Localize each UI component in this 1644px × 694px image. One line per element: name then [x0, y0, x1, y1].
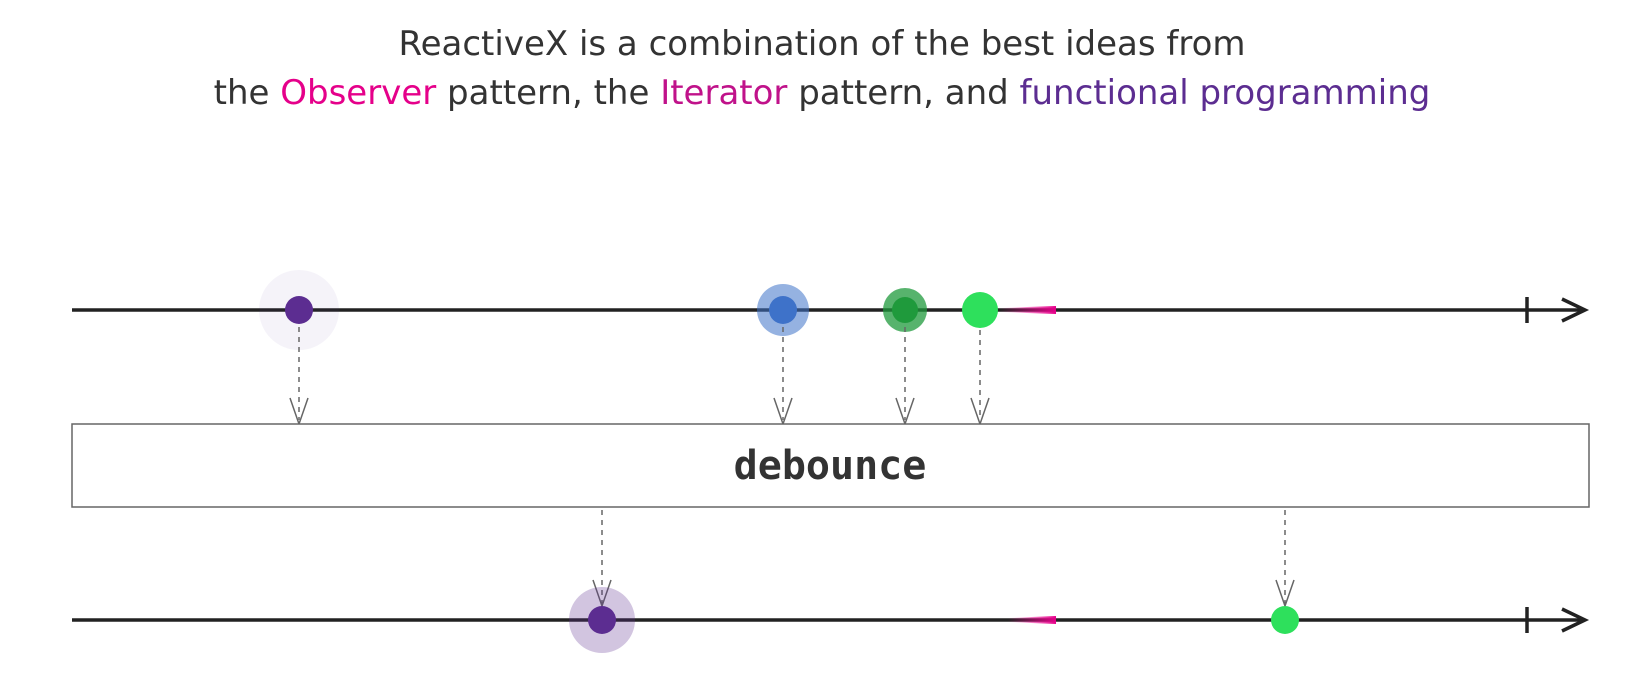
output-timeline-arrow-icon	[1561, 607, 1590, 633]
marble-purple	[285, 296, 313, 324]
output-debounce-window	[1008, 616, 1056, 624]
input-timeline-arrow-icon	[1561, 297, 1590, 323]
operator-box: debounce	[71, 423, 1590, 508]
headline-line-1: ReactiveX is a combination of the best i…	[0, 24, 1644, 64]
input-event-bright-green	[962, 292, 998, 328]
marble-purple	[588, 606, 616, 634]
input-debounce-window	[1000, 306, 1056, 314]
input-timeline	[72, 297, 1590, 323]
headline-mid-2: pattern, and	[787, 73, 1020, 113]
input-event-blue	[757, 284, 809, 336]
observer-keyword: Observer	[280, 73, 437, 113]
headline-prefix: the	[213, 73, 281, 113]
input-event-purple	[259, 270, 339, 350]
marble-blue	[769, 296, 797, 324]
output-emit-purple	[569, 587, 635, 653]
output-emit-bright-green	[1271, 606, 1299, 634]
marble-bright-green	[1271, 606, 1299, 634]
headline-line-1-text: ReactiveX is a combination of the best i…	[398, 24, 1246, 64]
marble-bright-green	[962, 292, 998, 328]
marble-dark-green	[892, 297, 918, 323]
operator-box-frame	[71, 423, 1590, 508]
output-drop-arrows	[592, 510, 1295, 609]
headline-line-2: the Observer pattern, the Iterator patte…	[0, 73, 1644, 113]
functional-keyword: functional programming	[1019, 73, 1431, 113]
operator-label: debounce	[734, 443, 927, 489]
input-event-dark-green	[883, 288, 927, 332]
iterator-keyword: Iterator	[660, 73, 788, 113]
headline-mid-1: pattern, the	[436, 73, 661, 113]
output-timeline	[72, 607, 1590, 633]
input-drop-arrows	[289, 327, 990, 427]
